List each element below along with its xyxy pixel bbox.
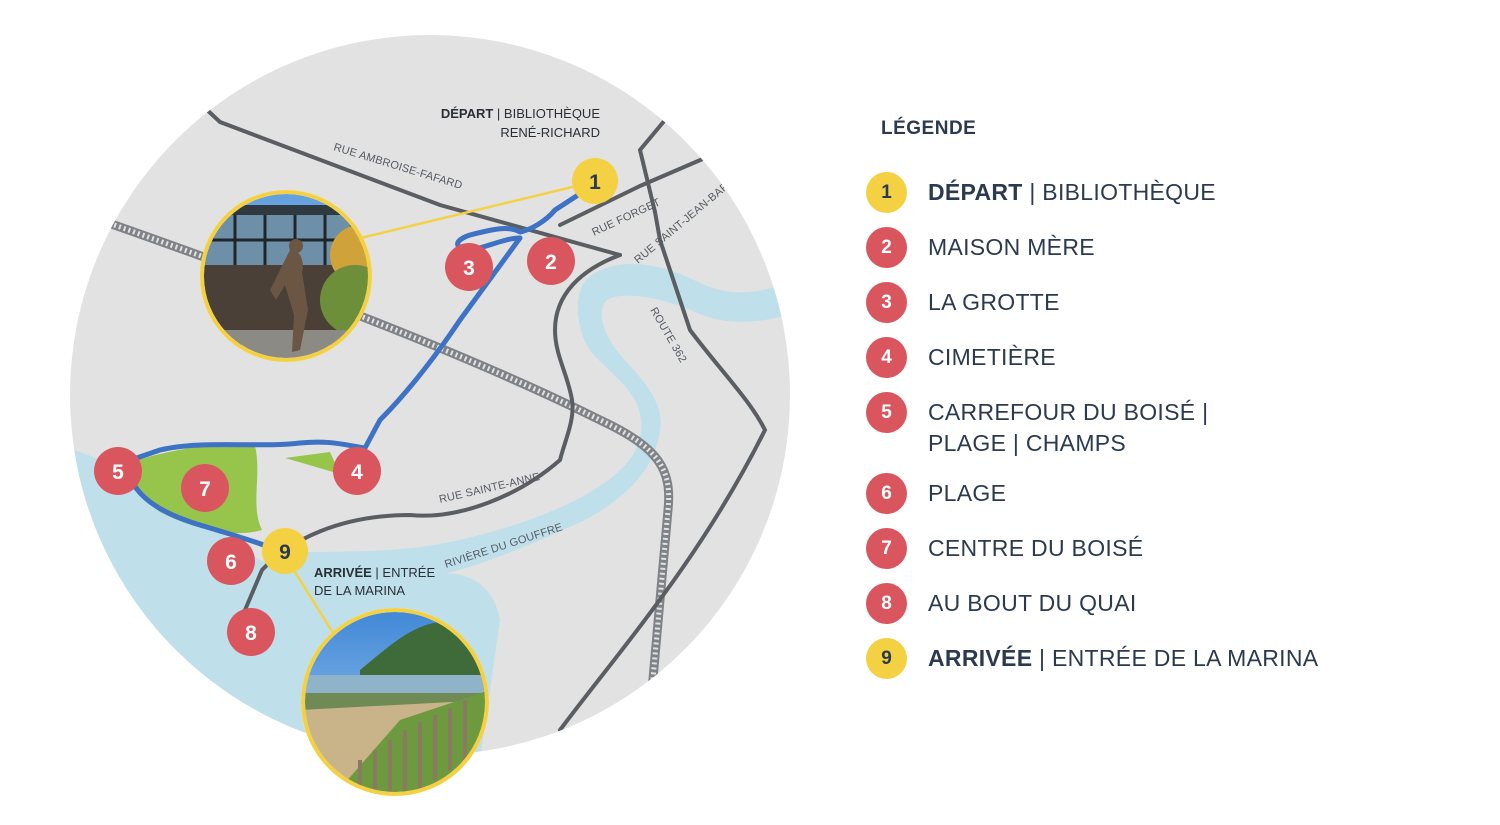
legend-item-7[interactable]: 7 CENTRE DU BOISÉ [866, 528, 1466, 569]
legend-item-8[interactable]: 8 AU BOUT DU QUAI [866, 583, 1466, 624]
legend-label: MAISON MÈRE [928, 234, 1095, 260]
legend-badge: 3 [866, 282, 907, 323]
map-area: RUE AMBROISE-FAFARD RUE FORGET RUE SAINT… [70, 35, 790, 796]
svg-text:5: 5 [112, 461, 124, 484]
svg-text:2: 2 [545, 251, 557, 274]
callout-end-line2: DE LA MARINA [314, 583, 405, 598]
legend-item-3[interactable]: 3 LA GROTTE [866, 282, 1466, 323]
legend-title: LÉGENDE [881, 118, 977, 139]
legend-label: LA GROTTE [928, 289, 1060, 315]
pin-7[interactable]: 7 [181, 464, 229, 512]
pin-5[interactable]: 5 [94, 447, 142, 495]
legend: LÉGENDE 1 DÉPART | BIBLIOTHÈQUE 2 MAISON… [866, 118, 1466, 693]
svg-text:7: 7 [199, 478, 211, 501]
pin-8[interactable]: 8 [227, 608, 275, 656]
legend-item-9[interactable]: 9 ARRIVÉE | ENTRÉE DE LA MARINA [866, 638, 1466, 679]
legend-badge: 4 [866, 337, 907, 378]
legend-badge: 6 [866, 473, 907, 514]
road-route-362 [558, 210, 768, 732]
legend-label: ARRIVÉE | ENTRÉE DE LA MARINA [928, 645, 1319, 671]
legend-item-1[interactable]: 1 DÉPART | BIBLIOTHÈQUE [866, 172, 1466, 213]
road-saint-jean-baptiste [243, 253, 622, 612]
svg-text:3: 3 [463, 257, 475, 280]
legend-badge: 5 [866, 392, 907, 433]
photo-library [200, 190, 372, 362]
legend-badge: 9 [866, 638, 907, 679]
callout-start-line2: RENÉ-RICHARD [500, 125, 600, 140]
photo-leader-start [339, 180, 594, 245]
legend-item-6[interactable]: 6 PLAGE [866, 473, 1466, 514]
svg-text:6: 6 [225, 551, 237, 574]
callout-end-line1: ARRIVÉE | ENTRÉE [314, 565, 435, 580]
legend-item-2[interactable]: 2 MAISON MÈRE [866, 227, 1466, 268]
svg-text:9: 9 [279, 541, 291, 564]
legend-item-5[interactable]: 5 CARREFOUR DU BOISÉ | PLAGE | CHAMPS [866, 392, 1466, 459]
svg-text:8: 8 [245, 622, 257, 645]
legend-label: AU BOUT DU QUAI [928, 590, 1137, 616]
park-cemetery [285, 452, 340, 474]
river-water [292, 264, 790, 582]
legend-label: CENTRE DU BOISÉ [928, 535, 1144, 561]
pin-6[interactable]: 6 [207, 537, 255, 585]
legend-badge: 1 [866, 172, 907, 213]
pin-9[interactable]: 9 [262, 528, 308, 574]
legend-label: DÉPART | BIBLIOTHÈQUE [928, 179, 1216, 205]
legend-badge: 8 [866, 583, 907, 624]
svg-text:4: 4 [351, 461, 363, 484]
legend-badge: 2 [866, 227, 907, 268]
map-svg: RUE AMBROISE-FAFARD RUE FORGET RUE SAINT… [70, 35, 790, 796]
svg-text:1: 1 [589, 171, 601, 194]
legend-label: CARREFOUR DU BOISÉ | PLAGE | CHAMPS [928, 399, 1209, 456]
legend-item-4[interactable]: 4 CIMETIÈRE [866, 337, 1466, 378]
hiking-route [122, 183, 595, 563]
legend-badge: 7 [866, 528, 907, 569]
legend-label: PLAGE [928, 480, 1007, 506]
pin-1[interactable]: 1 [572, 158, 618, 204]
pin-2[interactable]: 2 [527, 237, 575, 285]
road-forget [558, 156, 707, 227]
legend-label: CIMETIÈRE [928, 344, 1056, 370]
pin-3[interactable]: 3 [445, 243, 493, 291]
pin-4[interactable]: 4 [333, 447, 381, 495]
photo-marina [301, 608, 489, 796]
callout-start-line1: DÉPART | BIBLIOTHÈQUE [441, 106, 600, 121]
